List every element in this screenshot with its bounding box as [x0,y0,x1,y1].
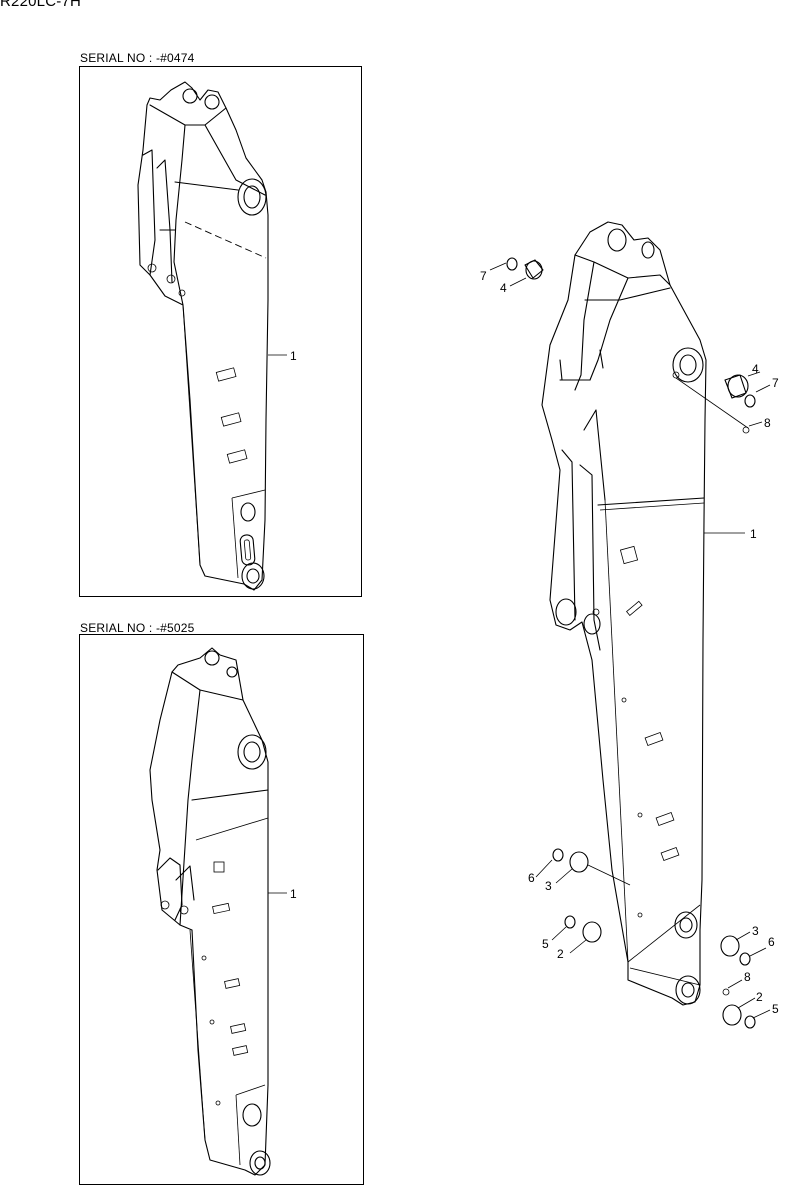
callout-3-left: 3 [545,879,552,893]
callout-4-right: 4 [752,362,759,376]
callout-6-right: 6 [768,935,775,949]
callout-5-right: 5 [772,1002,779,1016]
callout-2-right: 2 [756,990,763,1004]
callout-1-top: 1 [290,349,297,363]
callout-6-left: 6 [528,871,535,885]
model-title: R220LC-7H [0,0,82,10]
serial-label-bottom: SERIAL NO : -#5025 [80,621,195,635]
serial-label-top: SERIAL NO : -#0474 [80,51,195,65]
arm-drawing-bottom [149,647,287,1176]
callout-1-bottom: 1 [290,887,297,901]
callout-7-right: 7 [772,376,779,390]
callout-7-left: 7 [480,269,487,283]
callout-8-upper: 8 [764,416,771,430]
callout-4-left: 4 [500,281,507,295]
callout-8-lower: 8 [744,970,751,984]
callout-3-right: 3 [752,924,759,938]
panel-serial-0474 [79,66,362,597]
arm-drawing-exploded [489,221,771,1029]
callout-5-left: 5 [542,937,549,951]
panel-serial-5025 [79,634,364,1185]
callout-1-exploded: 1 [750,527,757,541]
callout-2-left: 2 [557,947,564,961]
arm-drawing-top [137,81,287,591]
